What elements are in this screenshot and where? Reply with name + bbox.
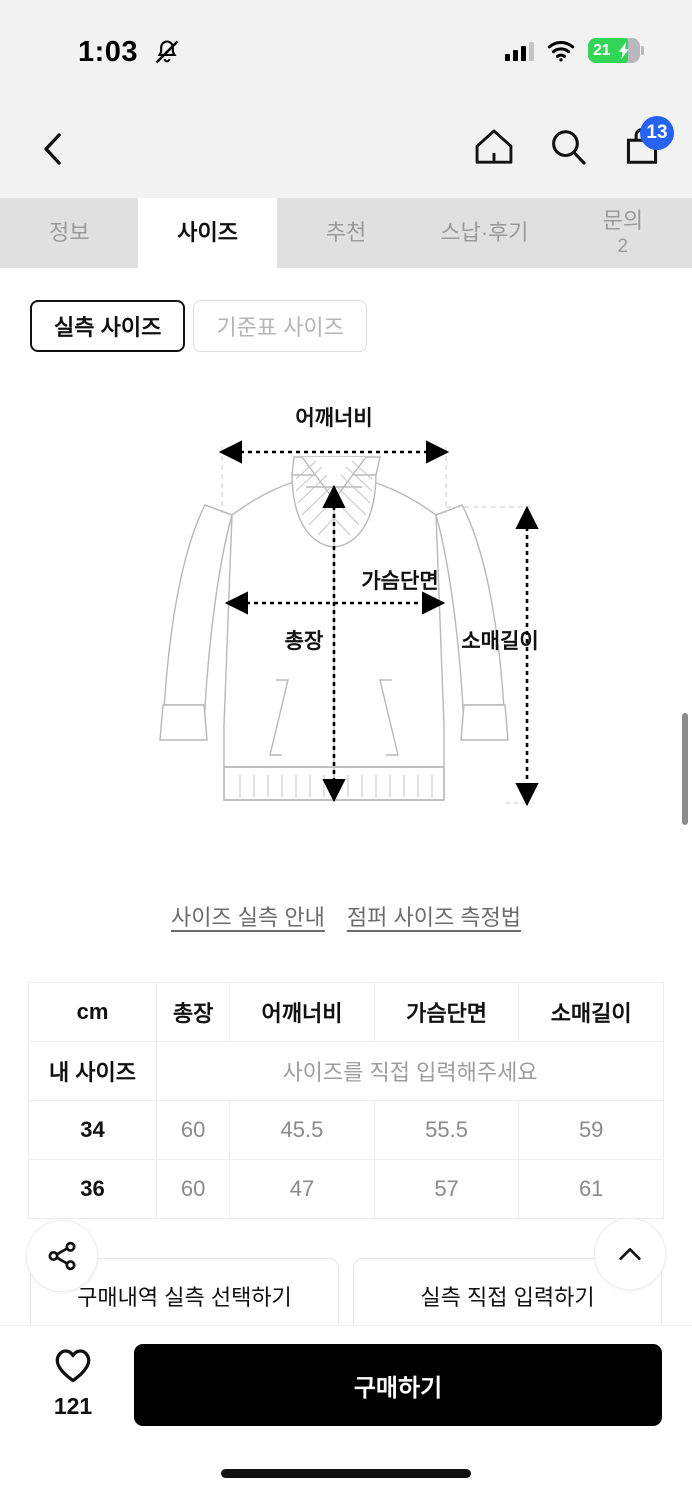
- tab-inquiry[interactable]: 문의 2: [554, 198, 692, 268]
- tab-label: 문의: [602, 208, 644, 234]
- like-button[interactable]: 121: [44, 1346, 102, 1420]
- row-size-label: 34: [28, 1100, 157, 1160]
- table-header-row: cm 총장 어깨너비 가슴단면 소매길이: [28, 982, 664, 1042]
- tab-label: 사이즈: [177, 220, 238, 246]
- chevron-up-icon: [619, 1248, 641, 1260]
- tab-recommend[interactable]: 추천: [277, 198, 415, 268]
- col-sleeve: 소매길이: [518, 982, 664, 1042]
- heart-outline-icon: [55, 1349, 91, 1383]
- battery-percent: 21: [593, 41, 611, 59]
- row-size-label: 36: [28, 1159, 157, 1219]
- size-type-segment: 실측 사이즈 기준표 사이즈: [30, 300, 367, 352]
- purchase-bar: 121 구매하기: [0, 1325, 692, 1500]
- share-button[interactable]: [26, 1220, 98, 1292]
- cell-sleeve: 59: [518, 1100, 664, 1160]
- shopping-bag-icon[interactable]: 13: [620, 116, 674, 170]
- buy-button[interactable]: 구매하기: [134, 1344, 662, 1426]
- link-size-measure-guide[interactable]: 사이즈 실측 안내: [170, 905, 325, 930]
- like-count: 121: [53, 1393, 93, 1419]
- label-length: 총장: [285, 630, 324, 653]
- cell-sleeve: 61: [518, 1159, 664, 1219]
- size-table: cm 총장 어깨너비 가슴단면 소매길이 내 사이즈 사이즈를 직접 입력해주세…: [28, 982, 664, 1219]
- tab-info[interactable]: 정보: [0, 198, 138, 268]
- row-label-my-size: 내 사이즈: [28, 1041, 157, 1101]
- measurement-action-row: 구매내역 실측 선택하기 실측 직접 입력하기: [30, 1258, 662, 1334]
- home-icon[interactable]: [472, 124, 516, 170]
- jacket-measurement-diagram: 어깨너비 가슴단면 총장 소매길이: [159, 407, 539, 807]
- back-button[interactable]: [32, 128, 74, 170]
- tab-snap-review[interactable]: 스납·후기: [415, 198, 553, 268]
- bell-muted-icon: [155, 40, 179, 64]
- wifi-icon: [547, 40, 575, 61]
- page-scrollbar[interactable]: [682, 713, 688, 825]
- cellular-signal-icon: [505, 41, 534, 61]
- col-shoulder: 어깨너비: [229, 982, 375, 1042]
- cell-length: 60: [155, 1100, 231, 1160]
- tab-label: 추천: [325, 220, 367, 246]
- tab-label: 정보: [48, 220, 90, 246]
- col-unit: cm: [28, 982, 157, 1042]
- status-indicators: 21: [505, 38, 644, 63]
- my-size-input-placeholder[interactable]: 사이즈를 직접 입력해주세요: [156, 1041, 664, 1101]
- cell-length: 60: [155, 1159, 231, 1219]
- cell-shoulder: 45.5: [229, 1100, 375, 1160]
- share-icon: [48, 1241, 76, 1271]
- status-time: 1:03: [78, 36, 139, 68]
- home-indicator: [221, 1469, 471, 1478]
- segment-standard-size[interactable]: 기준표 사이즈: [193, 300, 367, 352]
- charging-bolt-icon: [618, 42, 629, 59]
- tab-label: 스납·후기: [440, 220, 529, 246]
- cell-shoulder: 47: [229, 1159, 375, 1219]
- cart-badge: 13: [640, 116, 674, 150]
- tab-size[interactable]: 사이즈: [138, 198, 277, 268]
- search-icon[interactable]: [546, 124, 590, 170]
- label-chest: 가슴단면: [361, 570, 438, 593]
- cell-chest: 55.5: [373, 1100, 520, 1160]
- table-row: 34 60 45.5 55.5 59: [28, 1100, 664, 1160]
- col-chest: 가슴단면: [373, 982, 520, 1042]
- label-shoulder: 어깨너비: [295, 407, 372, 430]
- nav-bar: 13: [0, 100, 692, 198]
- tab-inquiry-count: 2: [617, 235, 629, 257]
- link-jumper-measure-method[interactable]: 점퍼 사이즈 측정법: [346, 905, 522, 930]
- battery-icon: 21: [588, 38, 644, 63]
- scroll-to-top-button[interactable]: [594, 1218, 666, 1290]
- section-tabs: 정보 사이즈 추천 스납·후기 문의 2: [0, 198, 692, 268]
- table-row: 36 60 47 57 61: [28, 1159, 664, 1219]
- status-bar: 1:03 21: [0, 0, 692, 100]
- segment-actual-size[interactable]: 실측 사이즈: [30, 300, 186, 352]
- col-length: 총장: [155, 982, 231, 1042]
- size-guide-links: 사이즈 실측 안내 점퍼 사이즈 측정법: [0, 900, 692, 932]
- cell-chest: 57: [373, 1159, 520, 1219]
- table-row-my-size[interactable]: 내 사이즈 사이즈를 직접 입력해주세요: [28, 1041, 664, 1101]
- nav-actions: 13: [472, 116, 674, 170]
